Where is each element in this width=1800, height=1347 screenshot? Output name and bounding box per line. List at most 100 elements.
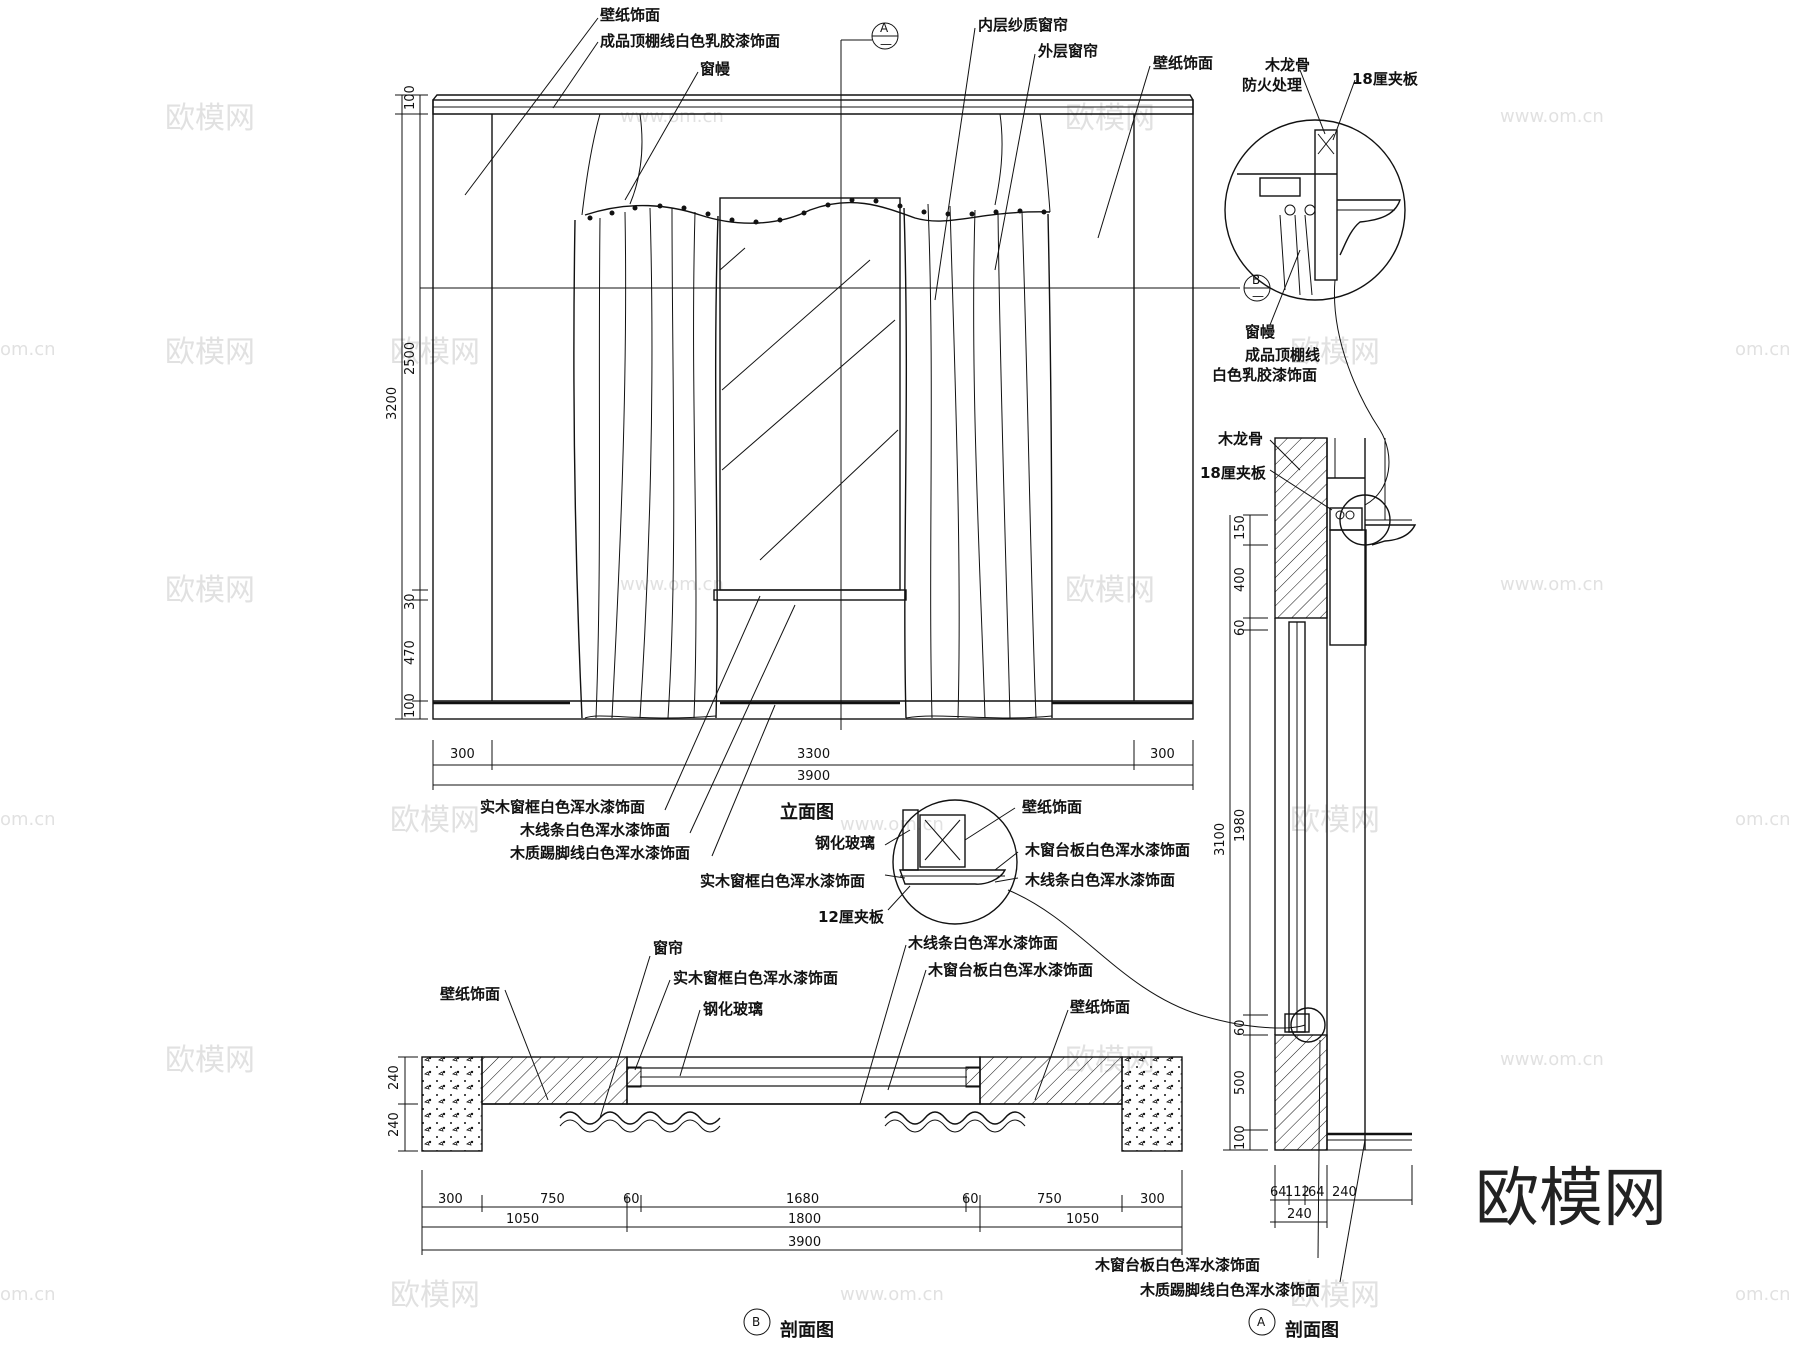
svg-text:100: 100: [403, 85, 418, 110]
watermark-brand: 欧模网: [165, 1043, 255, 1078]
watermark-site: www.om.cn: [1500, 574, 1604, 595]
svg-text:750: 750: [1037, 1192, 1062, 1207]
watermark-brand: 欧模网: [165, 573, 255, 608]
watermark-site: www.om.cn: [840, 814, 944, 835]
label-side-skirting: 木质踢脚线白色浑水漆饰面: [1139, 1281, 1320, 1299]
svg-text:300: 300: [1140, 1192, 1165, 1207]
watermark-brand: 欧模网: [1290, 803, 1380, 838]
svg-text:—: —: [880, 37, 892, 51]
detail-sill: 壁纸饰面 钢化玻璃 木窗台板白色浑水漆饰面 实木窗框白色浑水漆饰面 木线条白色浑…: [700, 798, 1306, 1029]
watermark-site: om.cn: [0, 339, 56, 360]
watermark-brand: 欧模网: [1065, 573, 1155, 608]
svg-text:300: 300: [438, 1192, 463, 1207]
svg-text:60: 60: [623, 1192, 640, 1207]
watermark-brand: 欧模网: [1290, 1278, 1380, 1313]
label-plan-moulding: 木线条白色浑水漆饰面: [907, 934, 1058, 952]
label-sill-glass: 钢化玻璃: [815, 834, 875, 852]
label-sill-frame: 实木窗框白色浑水漆饰面: [700, 872, 865, 890]
label-fireproof: 防火处理: [1242, 76, 1302, 94]
label-valance: 窗幔: [700, 60, 731, 78]
label-plan-frame: 实木窗框白色浑水漆饰面: [673, 969, 838, 987]
watermark-site: www.om.cn: [840, 1284, 944, 1305]
svg-text:100: 100: [1233, 1125, 1248, 1150]
svg-text:240: 240: [1287, 1207, 1312, 1222]
svg-text:2500: 2500: [403, 342, 418, 375]
watermark-brand: 欧模网: [390, 1278, 480, 1313]
elevation-view: A — B — 100 2500 3200 30 470 100: [385, 6, 1271, 862]
svg-text:30: 30: [403, 593, 418, 610]
wall-upper: [1274, 437, 1328, 619]
svg-text:64: 64: [1308, 1185, 1325, 1200]
svg-text:240: 240: [1332, 1185, 1357, 1200]
svg-text:1680: 1680: [786, 1192, 819, 1207]
svg-text:3100: 3100: [1213, 823, 1228, 856]
label-frame: 实木窗框白色浑水漆饰面: [480, 798, 645, 816]
svg-text:1050: 1050: [1066, 1212, 1099, 1227]
side-section-view: 木龙骨 18厘夹板 木窗台板白色浑水漆饰面 木质踢脚线白色浑水漆饰面 150 4…: [1094, 430, 1417, 1341]
svg-text:3900: 3900: [788, 1235, 821, 1250]
watermark-brand: 欧模网: [1065, 101, 1155, 136]
label-ceiling-a: 成品顶棚线: [1245, 346, 1320, 364]
watermark-site: om.cn: [1735, 339, 1791, 360]
svg-text:400: 400: [1233, 567, 1248, 592]
label-outer-curtain: 外层窗帘: [1037, 42, 1098, 60]
label-ceiling-line: 成品顶棚线白色乳胶漆饰面: [600, 32, 780, 50]
label-moulding: 木线条白色浑水漆饰面: [519, 821, 670, 839]
svg-text:1980: 1980: [1233, 809, 1248, 842]
svg-text:100: 100: [403, 693, 418, 718]
svg-text:60: 60: [1233, 1019, 1248, 1036]
svg-text:150: 150: [1233, 515, 1248, 540]
elevation-title: 立面图: [780, 801, 834, 823]
plan-section-mark: B: [743, 1308, 771, 1336]
detail-ceiling: 木龙骨 防火处理 18厘夹板 窗幔 成品顶棚线 白色乳胶漆饰面: [1212, 56, 1419, 506]
watermark-site: www.om.cn: [1500, 106, 1604, 127]
label-wallpaper-right: 壁纸饰面: [1153, 54, 1213, 72]
detail-circle-ceiling: [1224, 119, 1406, 301]
wall-column-right: [1121, 1056, 1183, 1152]
watermark-brand: 欧模网: [390, 803, 480, 838]
svg-text:A: A: [880, 21, 889, 35]
svg-text:3300: 3300: [797, 747, 830, 762]
valance-wave: [584, 201, 1051, 224]
svg-text:240: 240: [387, 1065, 402, 1090]
side-section-title: 剖面图: [1285, 1319, 1339, 1341]
curtain-left: [573, 207, 719, 719]
label-wallpaper-top: 壁纸饰面: [600, 6, 660, 24]
svg-text:300: 300: [1150, 747, 1175, 762]
watermark-site: om.cn: [1735, 1284, 1791, 1305]
svg-text:3900: 3900: [797, 769, 830, 784]
curtain-wave-right: [884, 1111, 1026, 1125]
elevation-dims-vertical: 100 2500 3200 30 470 100: [385, 85, 428, 720]
svg-text:A: A: [1257, 1315, 1266, 1329]
svg-text:500: 500: [1233, 1070, 1248, 1095]
watermark-brand: 欧模网: [165, 101, 255, 136]
svg-text:1800: 1800: [788, 1212, 821, 1227]
section-mark-b-right: B —: [1243, 273, 1271, 303]
label-plywood12: 12厘夹板: [818, 908, 885, 926]
label-sill-board: 木窗台板白色浑水漆饰面: [1024, 841, 1190, 859]
watermark-site: www.om.cn: [620, 106, 724, 127]
svg-text:3200: 3200: [385, 387, 400, 420]
label-plan-glass: 钢化玻璃: [703, 1000, 763, 1018]
brand-logo: 欧模网: [1475, 1162, 1667, 1236]
wall-column-left: [421, 1056, 483, 1152]
svg-text:B: B: [752, 1315, 760, 1329]
svg-text:750: 750: [540, 1192, 565, 1207]
label-side-keel: 木龙骨: [1217, 430, 1263, 448]
watermark-brand: 欧模网: [390, 335, 480, 370]
wall-lower: [1274, 1034, 1328, 1151]
window-sill: [713, 589, 907, 601]
label-side-sill-board: 木窗台板白色浑水漆饰面: [1094, 1256, 1260, 1274]
label-plan-curtain: 窗帘: [653, 939, 683, 957]
label-skirting: 木质踢脚线白色浑水漆饰面: [509, 844, 690, 862]
svg-text:470: 470: [403, 640, 418, 665]
svg-text:60: 60: [962, 1192, 979, 1207]
svg-text:112: 112: [1285, 1185, 1310, 1200]
watermark-layer: 欧模网 欧模网 欧模网 欧模网 欧模网 欧模网 欧模网 欧模网 欧模网 欧模网 …: [0, 101, 1791, 1313]
svg-text:240: 240: [387, 1112, 402, 1137]
svg-text:1050: 1050: [506, 1212, 539, 1227]
watermark-brand: 欧模网: [165, 335, 255, 370]
label-valance-detail: 窗幔: [1245, 323, 1276, 341]
watermark-site: om.cn: [0, 1284, 56, 1305]
